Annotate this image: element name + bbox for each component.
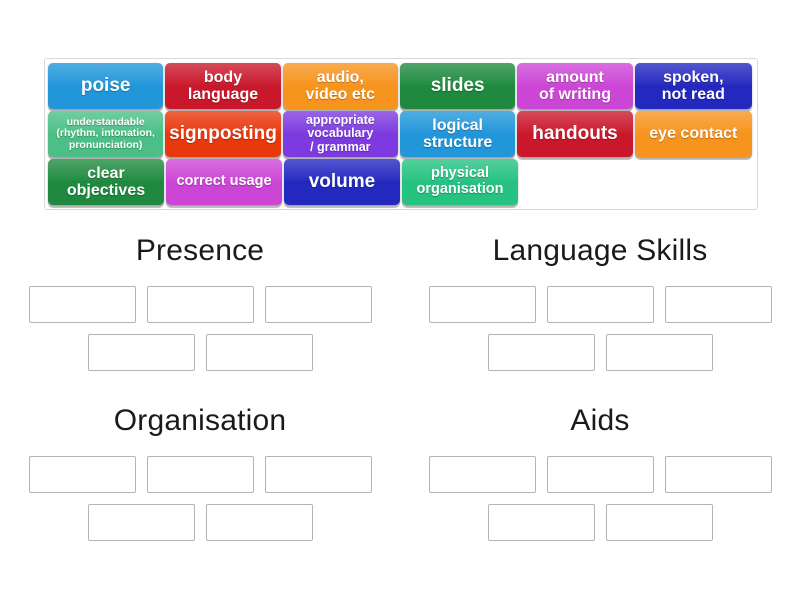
category-title: Language Skills [492, 234, 708, 267]
tile-label: handouts [532, 122, 618, 144]
draggable-tile[interactable]: slides [399, 63, 516, 109]
tile-label: slides [430, 74, 485, 96]
tile-label: poise [80, 74, 131, 96]
draggable-tile[interactable]: audio,video etc [282, 63, 398, 109]
drop-slot[interactable] [146, 286, 254, 323]
drop-slot[interactable] [487, 504, 595, 541]
slot-row [0, 504, 400, 541]
tile-label: signposting [169, 122, 277, 144]
draggable-tile[interactable]: understandable(rhythm, intonation,pronun… [48, 111, 164, 157]
tile-label: eye contact [649, 125, 738, 143]
category-title: Presence [135, 234, 265, 267]
draggable-tile[interactable]: eye contact [634, 111, 752, 157]
slot-row [0, 334, 400, 371]
slot-row [400, 456, 800, 493]
slot-row [400, 334, 800, 371]
drop-slot[interactable] [664, 456, 772, 493]
drop-slot[interactable] [664, 286, 772, 323]
draggable-tile[interactable]: volume [284, 159, 400, 205]
drop-slot[interactable] [205, 504, 313, 541]
slot-row [0, 286, 400, 323]
drop-slot[interactable] [146, 456, 254, 493]
drop-slot[interactable] [28, 286, 136, 323]
category-title: Organisation [113, 404, 287, 437]
category-group: Presence [0, 226, 400, 396]
category-title: Aids [570, 404, 630, 437]
drop-slot[interactable] [205, 334, 313, 371]
drop-slot[interactable] [264, 286, 372, 323]
drop-slot[interactable] [487, 334, 595, 371]
drop-slot[interactable] [428, 286, 536, 323]
drop-slot[interactable] [428, 456, 536, 493]
slot-row [0, 456, 400, 493]
tile-label: spoken,not read [661, 68, 725, 103]
drop-slot[interactable] [28, 456, 136, 493]
category-group: Language Skills [400, 226, 800, 396]
tile-label: understandable(rhythm, intonation,pronun… [56, 116, 155, 151]
draggable-tile[interactable]: poise [48, 63, 164, 109]
category-group: Organisation [0, 396, 400, 566]
drop-slot[interactable] [87, 504, 195, 541]
tile-label: audio,video etc [305, 68, 375, 103]
drop-slot[interactable] [605, 504, 713, 541]
draggable-tile[interactable]: spoken,not read [634, 63, 752, 109]
draggable-tile[interactable]: signposting [165, 111, 281, 157]
draggable-tile[interactable]: correct usage [166, 159, 282, 205]
drop-slot[interactable] [546, 286, 654, 323]
slot-row [400, 504, 800, 541]
drop-slot[interactable] [87, 334, 195, 371]
draggable-tile[interactable]: handouts [517, 111, 633, 157]
drop-slot[interactable] [264, 456, 372, 493]
category-group: Aids [400, 396, 800, 566]
tile-label: correct usage [176, 173, 272, 190]
tile-row: understandable(rhythm, intonation,pronun… [48, 111, 754, 157]
drop-slot[interactable] [605, 334, 713, 371]
slot-row [400, 286, 800, 323]
drop-slot[interactable] [546, 456, 654, 493]
tile-label: volume [308, 170, 376, 192]
